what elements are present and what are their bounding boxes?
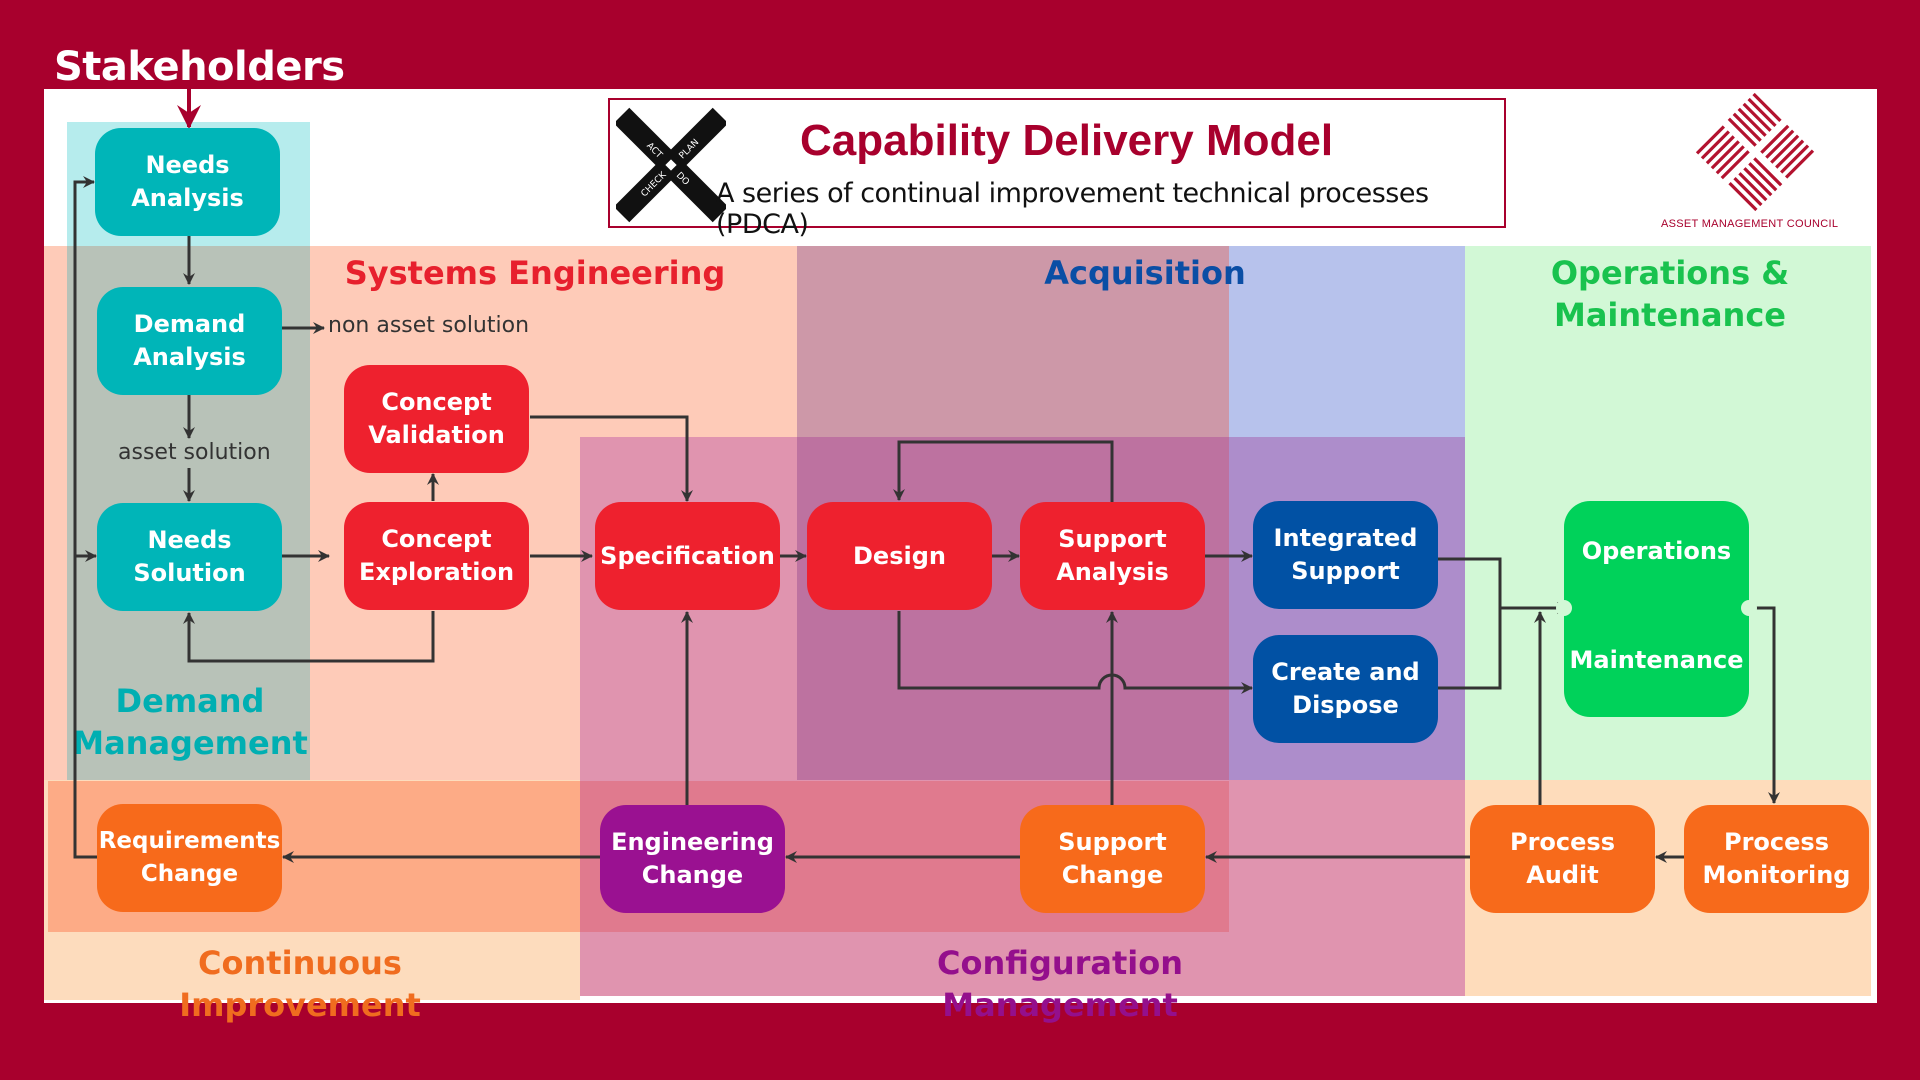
diagram-title: Capability Delivery Model xyxy=(800,116,1334,165)
node-concept-exploration[interactable]: Concept Exploration xyxy=(344,502,529,610)
region-label-acquisition: Acquisition xyxy=(1044,254,1246,292)
logo-text: ASSET MANAGEMENT COUNCIL xyxy=(1661,218,1839,230)
pdca-icon: ACT PLAN CHECK DO xyxy=(616,107,726,223)
node-maintenance-label: Maintenance xyxy=(1569,645,1744,674)
node-support-analysis[interactable]: Support Analysis xyxy=(1020,502,1205,610)
note-non-asset-solution: non asset solution xyxy=(328,313,530,338)
note-asset-solution: asset solution xyxy=(118,440,271,465)
region-label-systems-engineering: Systems Engineering xyxy=(344,254,726,292)
node-requirements-change[interactable]: Requirements Change xyxy=(97,804,282,912)
node-design[interactable]: Design xyxy=(807,502,992,610)
logo-stripes-br xyxy=(1728,157,1783,212)
region-label-operations-maintenance: Operations & Maintenance xyxy=(1550,254,1790,334)
node-concept-validation[interactable]: Concept Validation xyxy=(344,365,529,473)
operations-maintenance-notch-right xyxy=(1741,600,1757,616)
region-label-demand-management: Demand Management xyxy=(72,682,308,762)
node-support-change[interactable]: Support Change xyxy=(1020,805,1205,913)
region-label-continuous-improvement: Continuous Improvement xyxy=(179,944,421,1024)
node-integrated-support[interactable]: Integrated Support xyxy=(1253,501,1438,609)
node-needs-solution[interactable]: Needs Solution xyxy=(97,503,282,611)
region-label-configuration-management: Configuration Management xyxy=(936,944,1184,1024)
logo-stripes-tl xyxy=(1727,92,1782,147)
operations-maintenance-notch-left xyxy=(1556,600,1572,616)
logo-stripes-tr xyxy=(1760,124,1815,179)
node-create-and-dispose[interactable]: Create and Dispose xyxy=(1253,635,1438,743)
logo-stripes-bl xyxy=(1695,125,1750,180)
node-engineering-change[interactable]: Engineering Change xyxy=(600,805,785,913)
node-demand-analysis[interactable]: Demand Analysis xyxy=(97,287,282,395)
stakeholders-label: Stakeholders xyxy=(54,44,345,90)
node-maintenance[interactable]: Maintenance xyxy=(1564,630,1749,690)
asset-management-council-logo-icon xyxy=(1695,92,1815,212)
node-operations[interactable]: Operations xyxy=(1564,501,1749,717)
node-process-audit[interactable]: Process Audit xyxy=(1470,805,1655,913)
node-needs-analysis[interactable]: Needs Analysis xyxy=(95,128,280,236)
node-operations-label: Operations xyxy=(1581,537,1732,565)
title-box: ACT PLAN CHECK DO Capability Delivery Mo… xyxy=(608,98,1506,240)
node-specification[interactable]: Specification xyxy=(595,502,780,610)
diagram-subtitle: A series of continual improvement techni… xyxy=(716,178,1429,240)
node-process-monitoring[interactable]: Process Monitoring xyxy=(1684,805,1869,913)
